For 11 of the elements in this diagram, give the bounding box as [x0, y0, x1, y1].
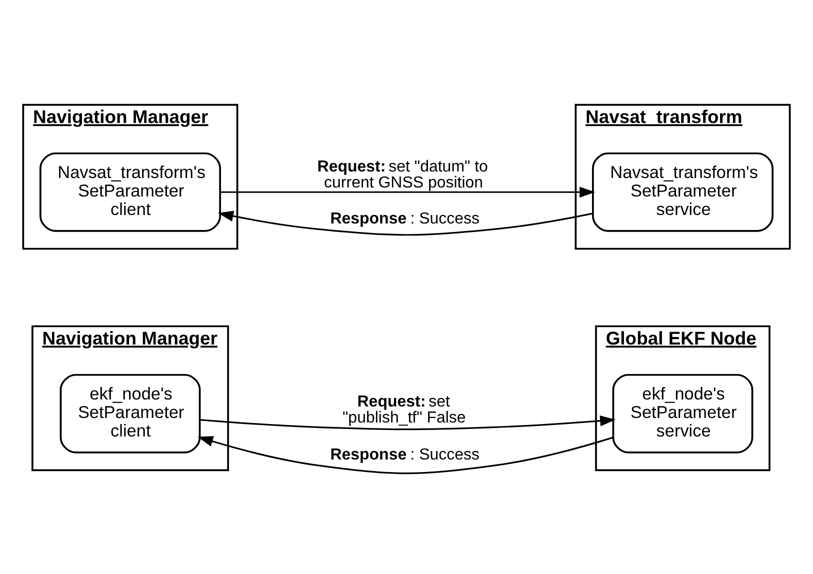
- node-box: Navsat_transform's SetParameter client: [40, 152, 221, 232]
- edge-label: Request: set "datum" to current GNSS position: [317, 158, 488, 192]
- node-box: ekf_node's SetParameter service: [612, 373, 754, 453]
- node-box: ekf_node's SetParameter client: [60, 373, 201, 453]
- arrow: [220, 186, 596, 198]
- edge-label: Response: Success: [330, 210, 480, 227]
- node-box: Navsat_transform's SetParameter service: [592, 152, 774, 232]
- edge-label: Request: set "publish_tf" False: [342, 393, 466, 426]
- edge-label: Response: Success: [330, 446, 480, 464]
- arrow: [200, 414, 616, 430]
- arrow: [198, 436, 614, 474]
